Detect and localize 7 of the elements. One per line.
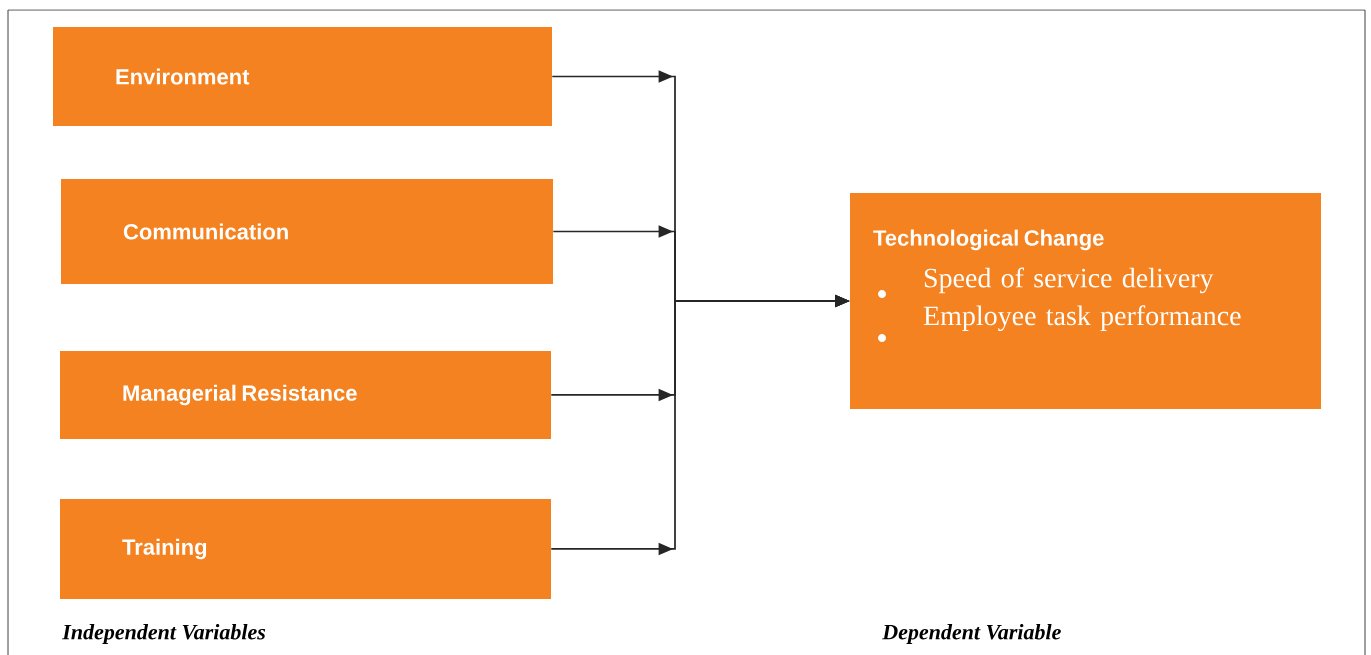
variable-box: Technological Change Speed of service delivery Employee task performance xyxy=(850,193,1321,409)
axis-caption: Dependent Variable xyxy=(882,624,1061,644)
variable-box: Communication xyxy=(61,179,553,284)
variable-box: Training xyxy=(60,499,551,599)
variable-box: Environment xyxy=(53,27,552,126)
variable-box: Managerial Resistance xyxy=(60,351,551,439)
axis-caption: Independent Variables xyxy=(62,624,266,644)
